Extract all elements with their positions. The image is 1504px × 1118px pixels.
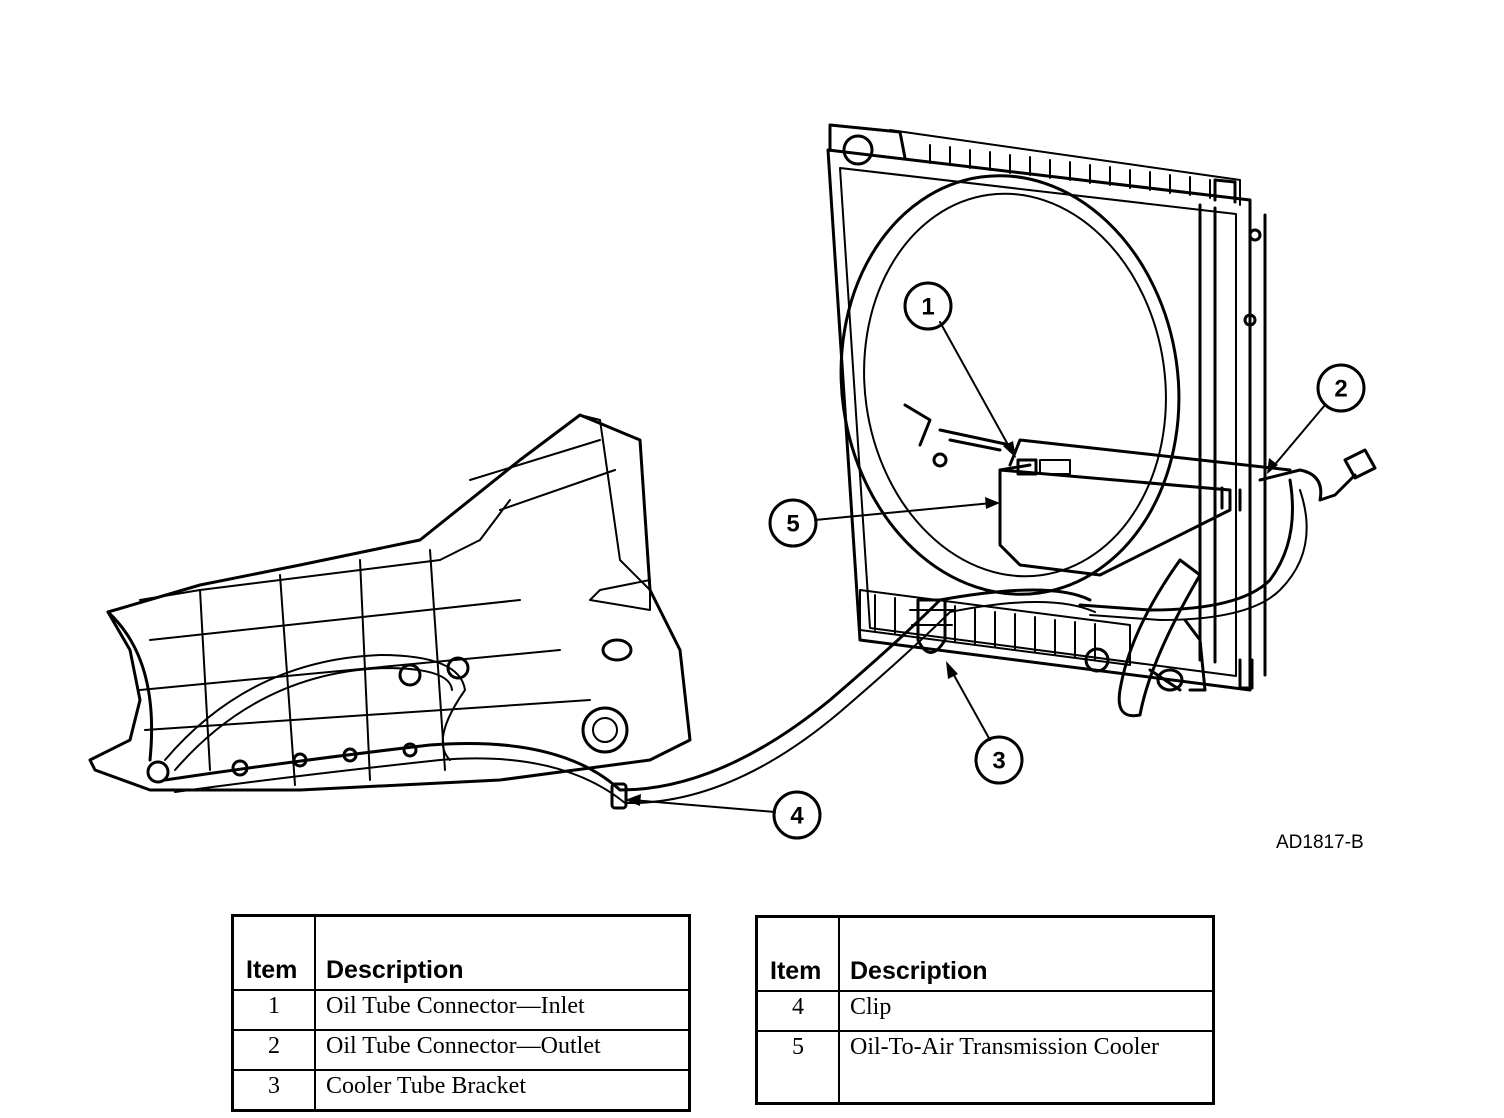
item-description: Oil-To-Air Transmission Cooler (838, 1030, 1215, 1105)
item-number: 4 (755, 990, 840, 1032)
callout-circle-4 (772, 790, 822, 840)
radiator (826, 123, 1267, 692)
item-number: 5 (755, 1030, 840, 1105)
item-description: Clip (838, 990, 1215, 1032)
callout-circle-1 (903, 281, 953, 331)
arrowhead-2 (1267, 458, 1278, 474)
legend-header-row: Item Description (231, 914, 691, 991)
cooler-hoses (1078, 448, 1377, 718)
table-row: 1 Oil Tube Connector—Inlet (231, 989, 691, 1031)
item-description: Cooler Tube Bracket (314, 1069, 691, 1112)
callout-circle-3 (974, 735, 1024, 785)
arrowhead-1 (1003, 441, 1016, 458)
cooler-lines (163, 588, 1096, 810)
table-row: 2 Oil Tube Connector—Outlet (231, 1029, 691, 1071)
arrowhead-4 (625, 794, 641, 806)
table-row: 5 Oil-To-Air Transmission Cooler (755, 1030, 1215, 1105)
callout-label-3: 3 (992, 748, 1005, 775)
item-number: 1 (231, 989, 316, 1031)
table-row: 4 Clip (755, 990, 1215, 1032)
table-row: 3 Cooler Tube Bracket (231, 1069, 691, 1112)
item-column-header: Item (231, 914, 316, 991)
item-number: 3 (231, 1069, 316, 1112)
legend-header-row: Item Description (755, 915, 1215, 992)
callouts (768, 281, 1366, 840)
item-description: Oil Tube Connector—Inlet (314, 989, 691, 1031)
transmission (88, 413, 692, 792)
arrowhead-3 (946, 661, 958, 679)
callout-label-2: 2 (1334, 376, 1347, 403)
legend-table-left: Item Description 1 Oil Tube Connector—In… (231, 914, 691, 1112)
callout-circle-2 (1316, 363, 1366, 413)
item-column-header: Item (755, 915, 840, 992)
figure-id: AD1817-B (1276, 832, 1364, 853)
arrowhead-5 (985, 497, 1000, 509)
cooler-installation-diagram: 1 2 3 4 5 (88, 123, 1377, 840)
item-number: 2 (231, 1029, 316, 1071)
description-column-header: Description (838, 915, 1215, 992)
callout-label-5: 5 (786, 511, 799, 538)
callout-label-1: 1 (921, 294, 934, 321)
leader-lines (631, 321, 1326, 813)
item-description: Oil Tube Connector—Outlet (314, 1029, 691, 1071)
callout-circle-5 (768, 498, 818, 548)
oil-to-air-cooler (903, 403, 1292, 577)
legend-table-right: Item Description 4 Clip 5 Oil-To-Air Tra… (755, 915, 1215, 1105)
description-column-header: Description (314, 914, 691, 991)
callout-label-4: 4 (790, 803, 804, 830)
